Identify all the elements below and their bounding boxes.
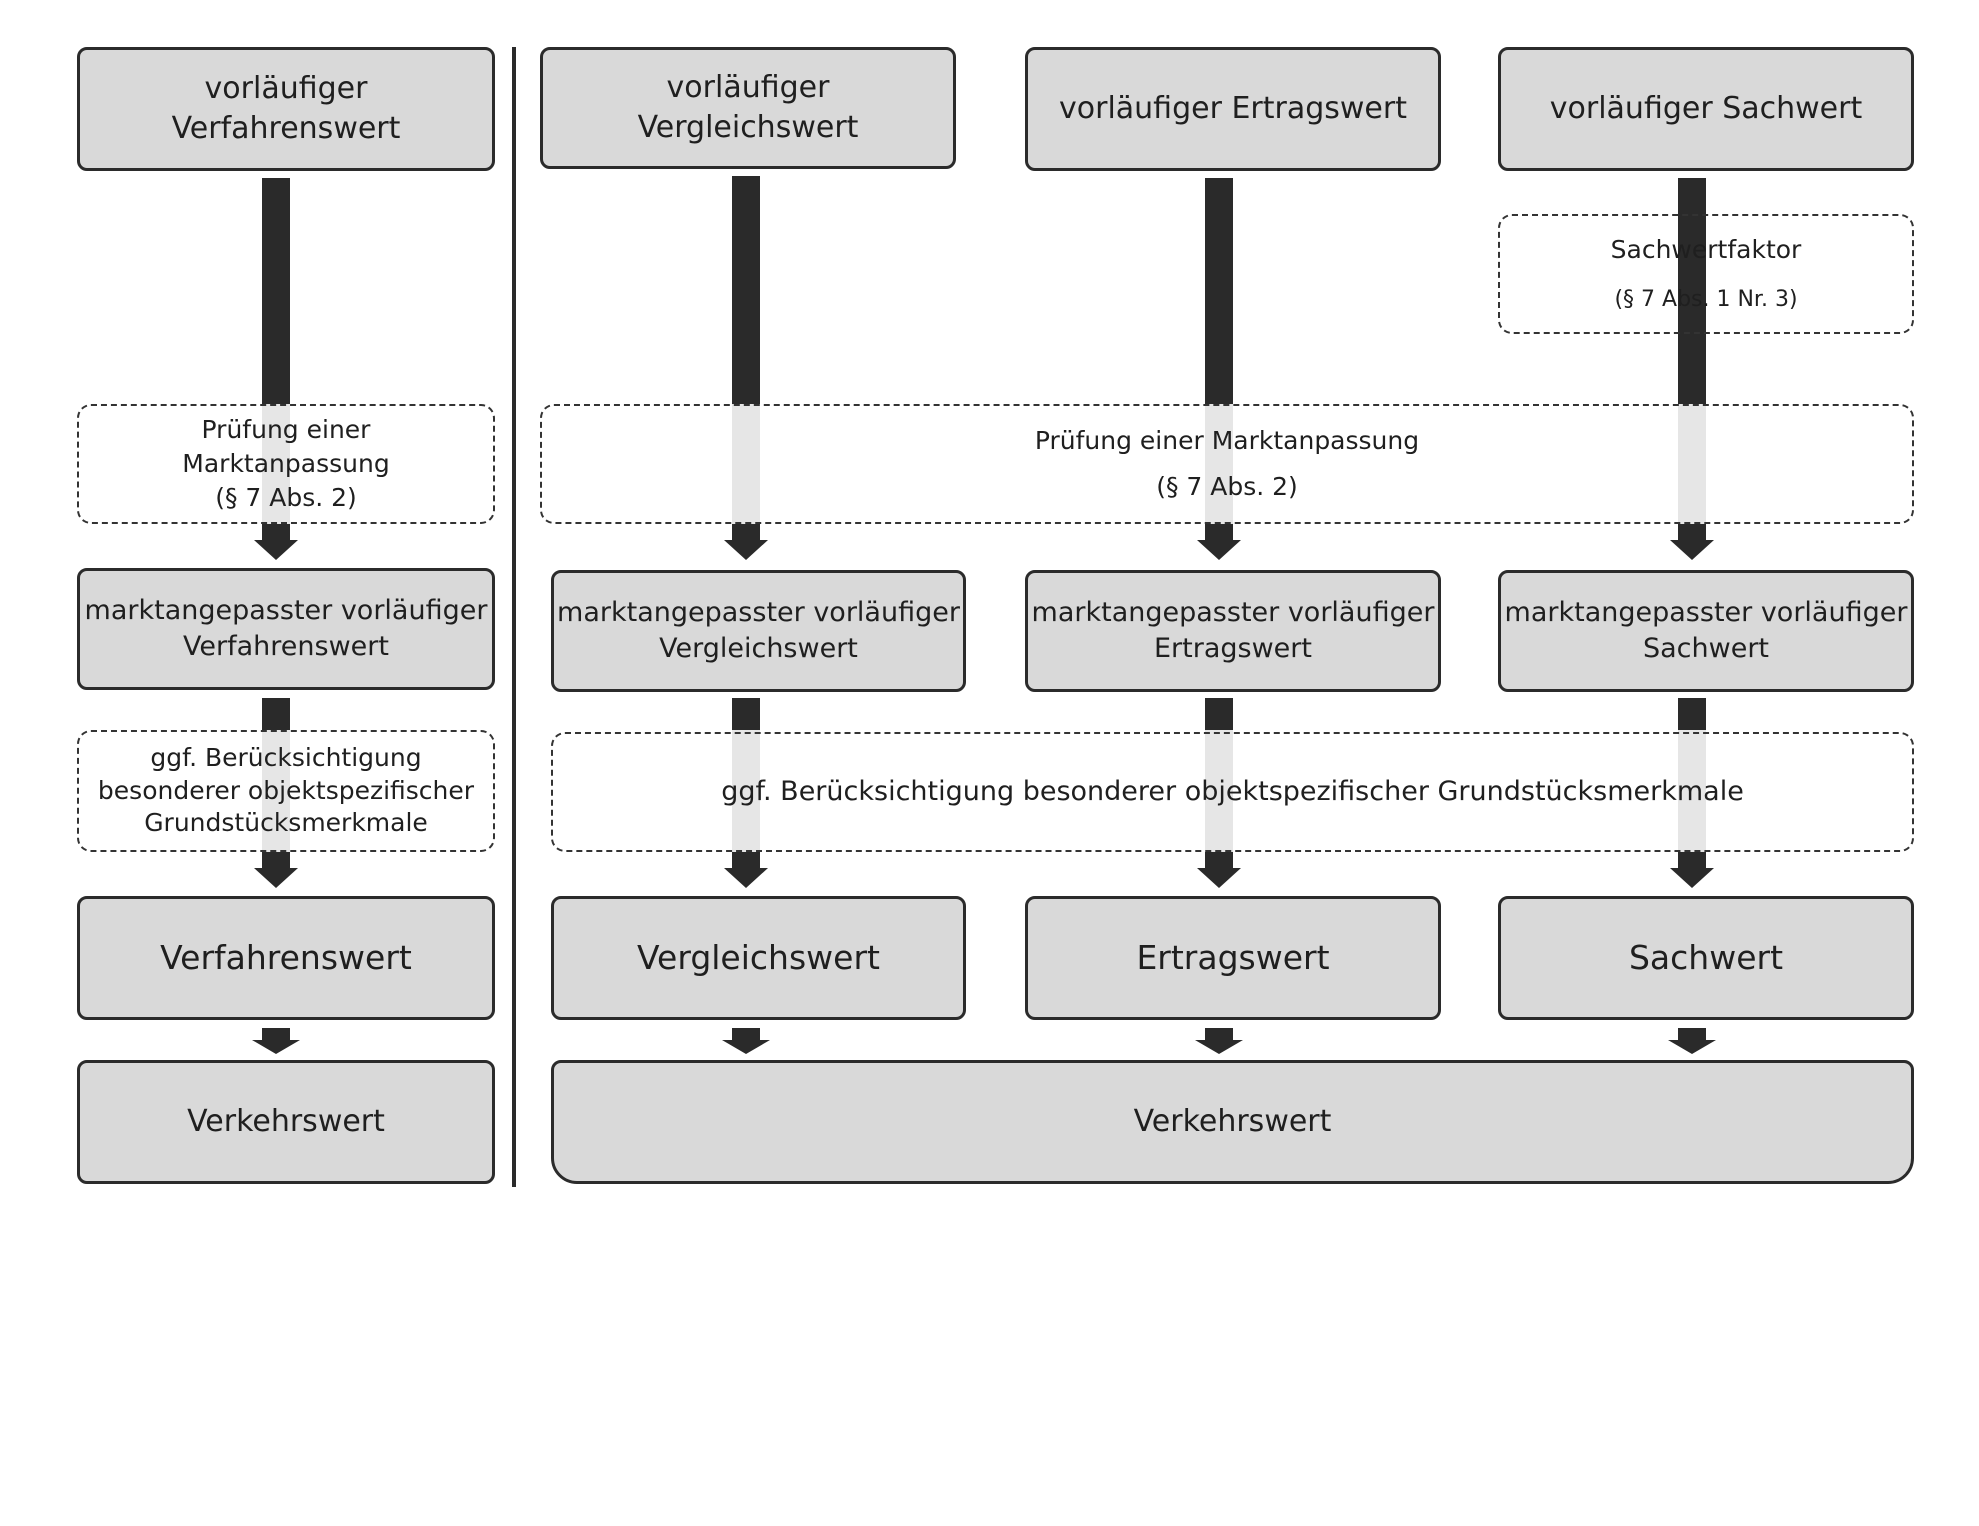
- node-label: Verkehrswert: [187, 1103, 385, 1139]
- arrow-head: [724, 540, 768, 560]
- step-market-adjustment-check-left: Prüfung einer Marktanpassung (§ 7 Abs. 2…: [77, 404, 495, 524]
- arrow-head: [1197, 868, 1241, 888]
- arrow-shaft: [262, 404, 290, 524]
- arrow-stub: [262, 1028, 290, 1042]
- arrow-stub: [1205, 1028, 1233, 1042]
- step-label: ggf. Berücksichtigung besonderer objekts…: [721, 775, 1744, 807]
- step-reference: (§ 7 Abs. 2): [1156, 472, 1298, 501]
- arrow-stub: [1205, 852, 1233, 870]
- arrow-shaft: [1205, 178, 1233, 404]
- arrow-shaft: [262, 730, 290, 852]
- node-label: vorläufiger Verfahrenswert: [171, 70, 401, 147]
- arrow-head: [1197, 540, 1241, 560]
- arrow-head: [1670, 868, 1714, 888]
- step-title: Prüfung einer Marktanpassung: [182, 415, 390, 479]
- arrow-head: [254, 540, 298, 560]
- node-label: Vergleichswert: [637, 937, 880, 977]
- node-market-value-shared: Verkehrswert: [551, 1060, 1914, 1184]
- node-label: marktangepasster vorläufiger Ertragswert: [1031, 596, 1435, 664]
- node-procedure-value: Verfahrenswert: [77, 896, 495, 1020]
- step-reference: (§ 7 Abs. 2): [215, 482, 357, 512]
- arrow-head: [1670, 540, 1714, 560]
- arrow-head: [722, 1040, 770, 1054]
- node-label: marktangepasster vorläufiger Verfahrensw…: [84, 594, 488, 662]
- node-label: Verkehrswert: [1133, 1103, 1332, 1139]
- arrow-shaft: [732, 404, 760, 524]
- arrow-shaft: [1678, 730, 1706, 852]
- step-special-features-shared: ggf. Berücksichtigung besonderer objekts…: [551, 732, 1914, 852]
- node-market-value-left: Verkehrswert: [77, 1060, 495, 1184]
- node-preliminary-comparative-value: vorläufiger Vergleichswert: [540, 47, 956, 169]
- arrow-shaft: [1205, 730, 1233, 852]
- node-adjusted-procedure-value: marktangepasster vorläufiger Verfahrensw…: [77, 568, 495, 690]
- node-preliminary-asset-value: vorläufiger Sachwert: [1498, 47, 1914, 171]
- node-adjusted-comparative-value: marktangepasster vorläufiger Vergleichsw…: [551, 570, 966, 692]
- node-income-value: Ertragswert: [1025, 896, 1441, 1020]
- arrow-head: [252, 1040, 300, 1054]
- arrow-head: [724, 868, 768, 888]
- column-divider: [512, 47, 516, 1187]
- node-preliminary-procedure-value: vorläufiger Verfahrenswert: [77, 47, 495, 171]
- arrow-shaft: [1205, 698, 1233, 730]
- node-asset-value: Sachwert: [1498, 896, 1914, 1020]
- arrow-head: [1668, 1040, 1716, 1054]
- node-adjusted-asset-value: marktangepasster vorläufiger Sachwert: [1498, 570, 1914, 692]
- arrow-shaft: [1678, 404, 1706, 524]
- arrow-stub: [1678, 524, 1706, 542]
- node-label: vorläufiger Vergleichswert: [637, 69, 859, 146]
- arrow-shaft: [262, 698, 290, 730]
- node-label: marktangepasster vorläufiger Sachwert: [1504, 596, 1908, 664]
- node-label: marktangepasster vorläufiger Vergleichsw…: [557, 596, 960, 664]
- arrow-stub: [262, 852, 290, 870]
- node-label: vorläufiger Sachwert: [1549, 90, 1863, 126]
- node-preliminary-income-value: vorläufiger Ertragswert: [1025, 47, 1441, 171]
- arrow-shaft: [732, 730, 760, 852]
- node-label: vorläufiger Ertragswert: [1059, 90, 1407, 126]
- step-asset-value-factor: Sachwertfaktor (§ 7 Abs. 1 Nr. 3): [1498, 214, 1914, 334]
- step-title: Prüfung einer Marktanpassung: [1034, 426, 1420, 456]
- arrow-shaft: [1678, 698, 1706, 730]
- node-label: Sachwert: [1628, 937, 1784, 977]
- arrow-stub: [732, 524, 760, 542]
- arrow-stub: [1678, 852, 1706, 870]
- arrow-head: [254, 868, 298, 888]
- arrow-shaft: [262, 178, 290, 404]
- node-comparative-value: Vergleichswert: [551, 896, 966, 1020]
- step-market-adjustment-check-shared: Prüfung einer Marktanpassung (§ 7 Abs. 2…: [540, 404, 1914, 524]
- step-title: Sachwertfaktor: [1610, 235, 1802, 265]
- arrow-stub: [732, 1028, 760, 1042]
- arrow-stub: [262, 524, 290, 542]
- step-label: ggf. Berücksichtigung besonderer objekts…: [97, 743, 475, 838]
- step-reference: (§ 7 Abs. 1 Nr. 3): [1614, 287, 1798, 313]
- arrow-shaft: [732, 698, 760, 730]
- arrow-shaft: [1205, 404, 1233, 524]
- node-label: Verfahrenswert: [160, 937, 412, 977]
- arrow-head: [1195, 1040, 1243, 1054]
- arrow-stub: [732, 852, 760, 870]
- arrow-stub: [1678, 1028, 1706, 1042]
- step-special-features-left: ggf. Berücksichtigung besonderer objekts…: [77, 730, 495, 852]
- arrow-shaft: [732, 176, 760, 404]
- node-label: Ertragswert: [1136, 937, 1330, 977]
- arrow-stub: [1205, 524, 1233, 542]
- node-adjusted-income-value: marktangepasster vorläufiger Ertragswert: [1025, 570, 1441, 692]
